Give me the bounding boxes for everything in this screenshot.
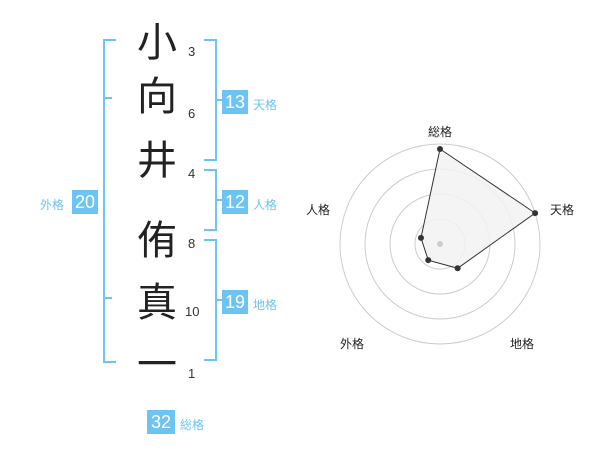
radar-label-soukaku: 総格 — [428, 125, 453, 139]
radar-point-gaikaku — [425, 257, 432, 264]
chikaku-bracket — [204, 239, 222, 361]
radar-chart — [339, 143, 541, 345]
name-char-2: 向 — [137, 74, 177, 120]
radar-center — [437, 241, 443, 247]
stroke-count-2: 6 — [188, 106, 196, 121]
name-char-5: 真 — [137, 280, 177, 326]
soukaku-label: 総格 — [180, 418, 205, 432]
soukaku-value: 32 — [147, 410, 175, 434]
tenkaku-bracket — [204, 39, 222, 161]
radar-label-jinkaku: 人格 — [306, 203, 331, 217]
jinkaku-label: 人格 — [253, 198, 278, 212]
radar-label-gaikaku: 外格 — [340, 337, 365, 351]
radar-polygon — [420, 148, 536, 269]
radar-point-jinkaku — [417, 234, 424, 241]
stroke-count-4: 8 — [188, 236, 196, 251]
radar-point-soukaku — [437, 146, 443, 152]
chikaku-value: 19 — [222, 290, 248, 314]
radar-label-tenkaku: 天格 — [550, 203, 575, 217]
gaikaku-bracket — [103, 39, 116, 363]
jinkaku-bracket — [204, 169, 222, 231]
stroke-count-5: 10 — [185, 304, 200, 319]
name-char-6: 一 — [137, 342, 177, 388]
stroke-count-6: 1 — [188, 366, 196, 381]
radar-ring — [339, 143, 541, 345]
radar-point-chikaku — [454, 265, 461, 272]
name-char-3: 井 — [137, 138, 177, 184]
gaikaku-label: 外格 — [40, 198, 65, 212]
radar-label-chikaku: 地格 — [510, 337, 535, 351]
gaikaku-value: 20 — [72, 190, 98, 214]
stroke-count-1: 3 — [188, 44, 196, 59]
tenkaku-label: 天格 — [253, 98, 278, 112]
name-char-4: 侑 — [137, 218, 177, 264]
radar-point-tenkaku — [532, 210, 539, 217]
name-char-1: 小 — [137, 20, 177, 66]
tenkaku-value: 13 — [222, 90, 248, 114]
jinkaku-value: 12 — [222, 190, 248, 214]
chikaku-label: 地格 — [253, 298, 278, 312]
stroke-count-3: 4 — [188, 166, 196, 181]
